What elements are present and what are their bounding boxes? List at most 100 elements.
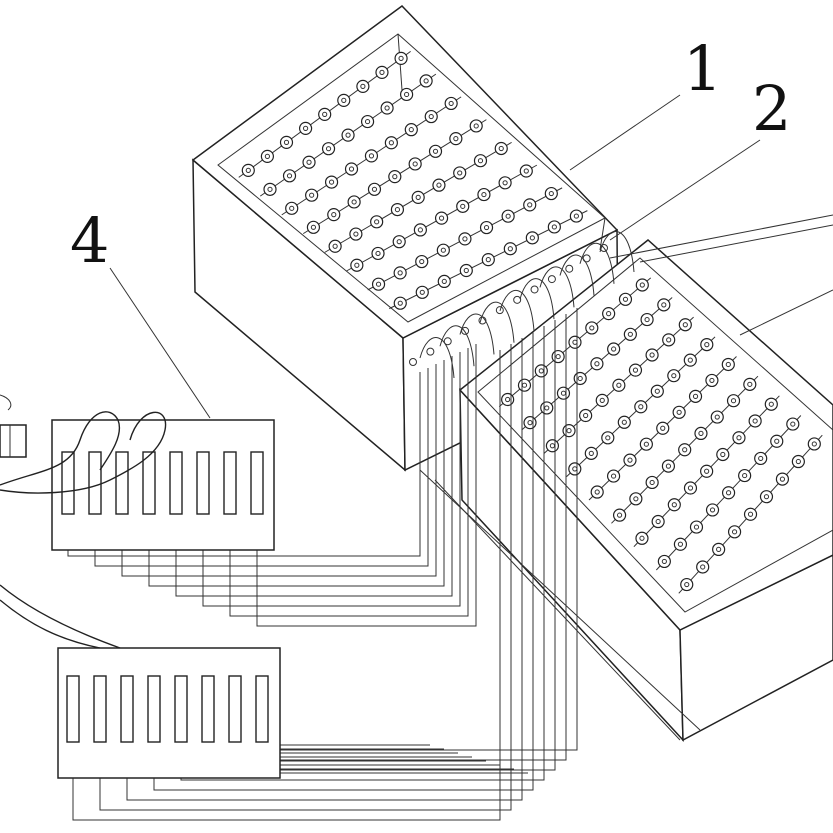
wire [439,325,475,367]
bead [700,338,714,352]
bead [411,190,425,204]
wire [519,278,555,320]
wire [267,736,472,758]
bead [458,232,472,246]
bead-core [763,494,770,500]
bead [569,209,583,223]
bead-core [453,136,459,142]
bead-core [779,476,786,482]
bead-core [354,262,360,268]
bead [534,364,548,378]
bead [260,149,274,163]
bead-core [731,529,738,535]
bead [721,357,735,372]
bead [683,353,697,367]
bead-core [310,224,317,230]
bead [585,321,599,335]
bead [635,278,649,292]
switch-module-lower [0,584,281,779]
bead [657,554,671,569]
bead-core [375,281,382,287]
switch-module-upper-body [51,419,275,551]
bead [525,231,539,245]
switch-module-upper-keys [61,451,264,515]
bead [764,397,778,411]
bead [807,437,821,451]
bead [590,357,604,371]
bead-core [577,375,583,382]
bead [754,451,768,466]
bead-core [440,247,446,253]
bead-core [283,139,290,145]
bead [419,74,433,88]
bead [428,144,443,158]
bead [305,188,319,202]
bead [612,378,626,392]
bead-core [654,388,660,394]
bead-core [622,296,629,302]
bead-core [583,412,589,419]
switch-key [250,451,264,515]
bead [680,577,694,592]
bead [639,437,653,451]
bead-core [700,564,706,570]
bead [415,285,429,299]
bead-core [594,361,600,367]
bead-core [774,438,780,444]
outlet-hole [409,358,417,366]
bead-core [632,367,639,373]
outlet-hole [565,264,574,273]
bead-core [758,455,764,462]
bead-core [397,270,403,276]
bead-core [419,258,425,265]
bead-core [682,322,688,328]
bead-core [415,194,421,200]
bead [606,469,621,483]
bead [726,394,741,408]
bead [650,384,664,398]
bead-core [371,186,378,192]
switch-key [174,675,188,743]
bead [263,182,277,196]
bead [360,114,375,129]
bead-core [548,190,554,197]
upper-module-loop-wire [0,411,167,494]
bead [408,157,422,171]
wire [419,337,455,379]
bead [791,454,805,469]
wire [539,266,575,308]
bead-core [360,83,366,89]
switch-module-lower-keys [66,675,269,743]
bead [347,195,361,209]
bead [584,446,598,460]
bead [523,198,537,212]
bead-core [460,203,466,209]
bead-core [633,496,639,502]
bead [337,93,351,107]
bead-core [660,425,666,431]
bead-core [507,246,513,252]
bead-core [687,485,694,491]
bead-core [730,398,737,404]
bead-core [428,113,434,120]
bead-core [438,215,445,221]
bead [672,405,686,419]
bead-core [551,224,557,230]
bead [494,141,508,156]
wire [202,352,461,607]
bead [590,485,604,499]
bead [612,508,627,522]
bead-core [610,473,617,479]
bead-core [388,140,394,146]
bead-core [505,396,511,403]
bead [634,400,648,414]
bead [473,154,488,168]
bead [705,373,719,388]
bead [344,162,359,176]
bead-core [538,368,544,374]
left-connector-part [0,394,27,458]
bead [651,514,665,529]
bead [282,169,297,183]
bead-core [379,69,385,75]
